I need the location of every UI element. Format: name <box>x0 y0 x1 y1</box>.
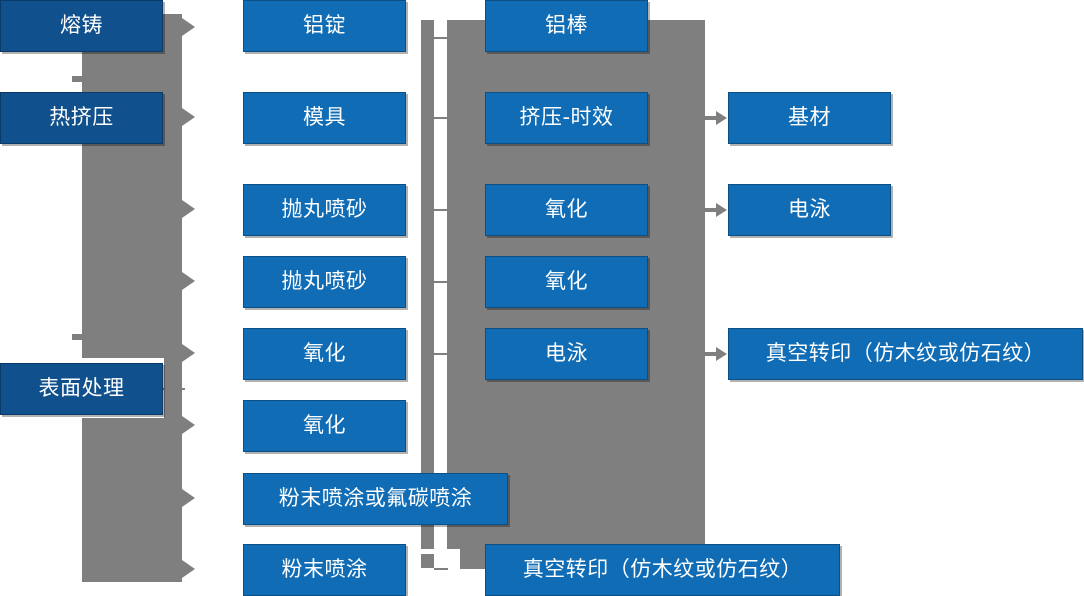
process-box-inner-electro[interactable]: 电泳 <box>485 328 648 380</box>
connector-bar-right-thin <box>447 20 460 549</box>
stage-label-melting: 熔铸 <box>60 13 103 38</box>
connector-stub-surface <box>163 388 185 390</box>
process-box-inner-oxidation-2[interactable]: 氧化 <box>485 256 648 308</box>
process-box-shotblast-1[interactable]: 抛丸喷砂 <box>243 184 406 236</box>
process-label-oxidation-1: 氧化 <box>303 341 346 366</box>
process-label-extrude-age: 挤压-时效 <box>519 105 614 130</box>
process-label-mold: 模具 <box>303 105 346 130</box>
process-box-powder-fluoro[interactable]: 粉末喷涂或氟碳喷涂 <box>243 473 508 525</box>
process-label-inner-oxidation-2: 氧化 <box>545 269 588 294</box>
arrow-to-powder-fluoro <box>182 489 195 507</box>
stage-label-surface: 表面处理 <box>38 376 125 401</box>
rule-link-4 <box>434 281 448 283</box>
connector-tick-melting-extrude <box>72 76 86 82</box>
process-label-shotblast-1: 抛丸喷砂 <box>281 197 368 222</box>
output-box-vacuum[interactable]: 真空转印（仿木纹或仿石纹） <box>728 328 1083 380</box>
process-box-mold[interactable]: 模具 <box>243 92 406 144</box>
process-label-bar: 铝棒 <box>545 13 588 38</box>
arrow-to-powder <box>182 560 195 578</box>
arrow-to-ingot <box>182 18 195 36</box>
process-box-inner-oxidation-1[interactable]: 氧化 <box>485 184 648 236</box>
arrow-to-electro-outer <box>705 203 727 217</box>
arrow-to-oxidation-1 <box>182 344 195 362</box>
process-label-inner-oxidation-1: 氧化 <box>545 197 588 222</box>
process-label-inner-electro: 电泳 <box>545 341 588 366</box>
process-box-oxidation-2[interactable]: 氧化 <box>243 400 406 452</box>
connector-bar-stub-bottom <box>421 554 434 568</box>
process-box-inner-vacuum[interactable]: 真空转印（仿木纹或仿石纹） <box>485 544 840 596</box>
arrow-to-mold <box>182 108 195 126</box>
connector-tick-extrude-surface <box>72 334 86 340</box>
process-box-oxidation-1[interactable]: 氧化 <box>243 328 406 380</box>
arrow-to-substrate <box>705 111 727 125</box>
process-box-bar[interactable]: 铝棒 <box>485 0 648 52</box>
output-box-substrate[interactable]: 基材 <box>728 92 891 144</box>
arrow-to-vacuum-outer <box>705 347 727 361</box>
process-box-ingot[interactable]: 铝锭 <box>243 0 406 52</box>
stage-box-melting[interactable]: 熔铸 <box>0 0 163 52</box>
process-label-inner-vacuum: 真空转印（仿木纹或仿石纹） <box>522 557 803 582</box>
process-label-oxidation-2: 氧化 <box>303 413 346 438</box>
rule-link-6 <box>434 568 448 570</box>
stage-label-extrude: 热挤压 <box>49 105 114 130</box>
process-label-powder-fluoro: 粉末喷涂或氟碳喷涂 <box>278 486 473 511</box>
process-box-powder[interactable]: 粉末喷涂 <box>243 544 406 596</box>
connector-bar-left-thin <box>421 20 434 549</box>
arrow-to-shotblast-1 <box>182 200 195 218</box>
output-label-substrate: 基材 <box>788 105 831 130</box>
rule-link-2 <box>434 117 448 119</box>
arrow-to-shotblast-2 <box>182 272 195 290</box>
rule-link-1 <box>434 37 448 39</box>
arrow-to-oxidation-2 <box>182 416 195 434</box>
rule-link-3 <box>434 209 448 211</box>
stage-box-surface[interactable]: 表面处理 <box>0 363 163 415</box>
rule-link-5 <box>434 353 448 355</box>
output-box-electro[interactable]: 电泳 <box>728 184 891 236</box>
process-label-shotblast-2: 抛丸喷砂 <box>281 269 368 294</box>
stage-box-extrude[interactable]: 热挤压 <box>0 92 163 144</box>
output-label-vacuum: 真空转印（仿木纹或仿石纹） <box>765 341 1046 366</box>
output-label-electro: 电泳 <box>788 197 831 222</box>
process-label-ingot: 铝锭 <box>303 13 346 38</box>
process-box-shotblast-2[interactable]: 抛丸喷砂 <box>243 256 406 308</box>
process-label-powder: 粉末喷涂 <box>281 557 368 582</box>
process-box-extrude-age[interactable]: 挤压-时效 <box>485 92 648 144</box>
